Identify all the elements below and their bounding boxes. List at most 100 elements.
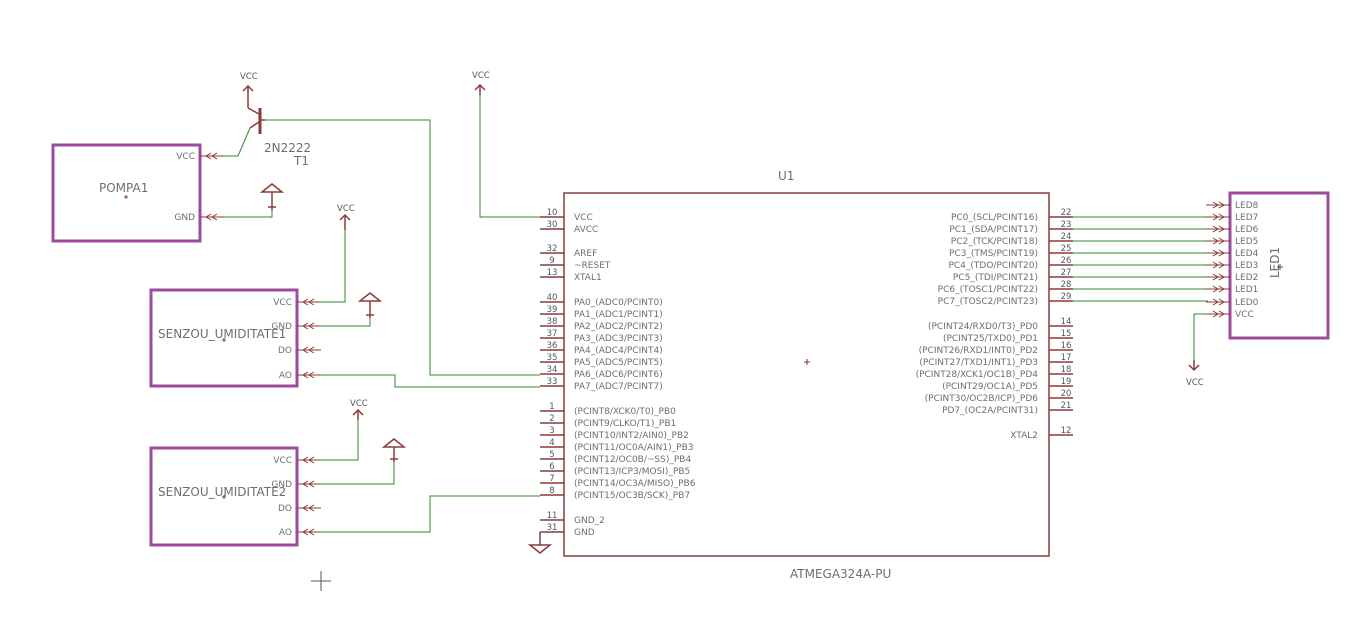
mcu-pin-left[interactable]: 4(PCINT11/OC0A/AIN1)_PB3: [540, 438, 693, 453]
mcu-pin-left[interactable]: 6(PCINT13/ICP3/MOSI)_PB5: [540, 462, 690, 477]
mcu-pin-right[interactable]: 20(PCINT30/OC2B/ICP)_PD6: [925, 389, 1073, 404]
module-pin[interactable]: VCC: [1206, 310, 1254, 320]
sensor2-pins: VCC GND DO AO: [271, 456, 321, 538]
pin-number: 18: [1061, 365, 1072, 375]
module-pin[interactable]: GND: [271, 322, 321, 332]
pin-number: 38: [547, 317, 558, 327]
mcu-pin-left[interactable]: 3(PCINT10/INT2/AIN0)_PB2: [540, 426, 689, 441]
mcu-pin-right[interactable]: 16(PCINT26/RXD1/INT0)_PD2: [919, 341, 1073, 356]
pin-label: VCC: [574, 213, 593, 223]
module-pin[interactable]: LED4: [1206, 249, 1259, 259]
module-pin[interactable]: DO: [278, 346, 321, 356]
mcu-pin-right[interactable]: 17(PCINT27/TXD1/INT1)_PD3: [919, 353, 1073, 368]
mcu-pin-right[interactable]: 14(PCINT24/RXD0/T3)_PD0: [928, 317, 1073, 332]
module-pin[interactable]: AO: [279, 371, 321, 381]
module-pin[interactable]: LED1: [1206, 285, 1258, 295]
module-pin[interactable]: LED6: [1206, 225, 1259, 235]
mcu-pin-right[interactable]: 18(PCINT28/XCK1/OC1B)_PD4: [916, 365, 1073, 380]
pin-number: 29: [1061, 292, 1072, 302]
transistor-t1[interactable]: [247, 107, 265, 134]
mcu-pin-left[interactable]: 8(PCINT15/OC3B/SCK)_PB7: [540, 486, 690, 501]
pin-number: 35: [547, 353, 558, 363]
module-pin[interactable]: VCC: [273, 298, 321, 308]
pin-arrow: [1218, 201, 1225, 209]
pin-arrow: [1212, 273, 1219, 281]
pin-number: 9: [549, 256, 554, 266]
pin-label: PC5_(TDI/PCINT21): [953, 273, 1038, 283]
sensor2-module[interactable]: [149, 446, 299, 547]
mcu-pin-left[interactable]: 2(PCINT9/CLKO/T1)_PB1: [540, 414, 676, 429]
pin-label: DO: [278, 346, 292, 356]
module-pin[interactable]: LED8: [1206, 201, 1259, 211]
pin-number: 1: [549, 402, 554, 412]
transistor-name: T1: [293, 154, 309, 168]
pin-number: 40: [547, 293, 558, 303]
pin-label: PC3_(TMS/PCINT19): [949, 249, 1038, 259]
pin-number: 7: [549, 474, 554, 484]
pin-number: 19: [1061, 377, 1072, 387]
mcu-pin-left[interactable]: 7(PCINT14/OC3A/MISO)_PB6: [540, 474, 696, 489]
mcu-pin-left[interactable]: 9~RESET: [540, 256, 611, 271]
pin-arrow: [1212, 237, 1219, 245]
module-pin[interactable]: DO: [278, 504, 321, 514]
module-pin[interactable]: GND: [271, 480, 321, 490]
pin-label: AO: [279, 371, 292, 381]
module-pin[interactable]: LED7: [1206, 213, 1258, 223]
mcu-pin-left[interactable]: 5(PCINT12/OC0B/~SS)_PB4: [540, 450, 691, 465]
module-pin[interactable]: VCC: [273, 456, 321, 466]
vcc-symbol: [474, 83, 486, 95]
module-pin[interactable]: AO: [279, 528, 321, 538]
module-pin[interactable]: VCC: [176, 152, 224, 162]
pin-label: GND: [574, 528, 595, 538]
mcu-pin-right[interactable]: 19(PCINT29/OC1A)_PD5: [942, 377, 1073, 392]
module-pin[interactable]: LED5: [1206, 237, 1258, 247]
pin-label: XTAL1: [574, 273, 602, 283]
pin-label: PC1_(SDA/PCINT17): [949, 225, 1038, 235]
pin-number: 34: [547, 365, 558, 375]
mcu-pin-right[interactable]: 15(PCINT25/TXD0)_PD1: [943, 329, 1073, 344]
sensor2-name: SENZOU_UMIDITATE2: [158, 485, 286, 499]
pin-label: LED4: [1235, 249, 1259, 259]
module-pin[interactable]: LED3: [1206, 261, 1258, 271]
pin-arrow: [211, 152, 218, 160]
sensor1-module[interactable]: [149, 288, 299, 388]
pin-number: 23: [1061, 220, 1072, 230]
module-pin[interactable]: LED2: [1206, 273, 1258, 283]
pin-label: PA4_(ADC4/PCINT4): [574, 346, 663, 356]
pin-arrow: [302, 528, 309, 536]
mcu-pin-left[interactable]: 1(PCINT8/XCK0/T0)_PB0: [540, 402, 676, 417]
pump-module[interactable]: [51, 143, 202, 243]
pin-label: VCC: [273, 298, 292, 308]
module-pin[interactable]: LED0: [1206, 298, 1259, 308]
vcc-symbol: [352, 408, 364, 420]
pin-number: 16: [1061, 341, 1072, 351]
pin-arrow: [302, 480, 309, 488]
vcc-symbol: [242, 84, 254, 108]
module-pin[interactable]: GND: [174, 213, 224, 223]
